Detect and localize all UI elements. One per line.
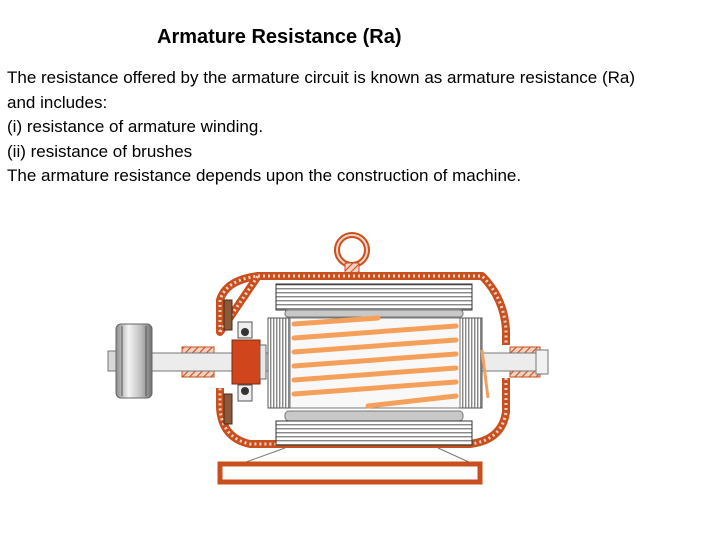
lifting-eye [334, 232, 370, 278]
slide-title: Armature Resistance (Ra) [157, 26, 402, 48]
body-line-2: and includes: [7, 92, 108, 112]
armature-winding [291, 315, 459, 409]
body-line-5: The armature resistance depends upon the… [7, 166, 522, 185]
bottom-field-pole [275, 410, 473, 446]
body-line-4: (ii) resistance of brushes [7, 141, 193, 161]
armature-core [267, 315, 490, 409]
left-bearing-housing [181, 346, 215, 354]
base-plate [217, 447, 483, 485]
pulley [107, 323, 153, 399]
commutator [231, 339, 267, 385]
slide-body: The resistance offered by the armature c… [7, 66, 713, 189]
body-line-1: The resistance offered by the armature c… [7, 68, 636, 87]
body-line-3: (i) resistance of armature winding. [7, 117, 264, 136]
top-field-pole [275, 283, 473, 318]
brush-assembly [223, 299, 253, 425]
